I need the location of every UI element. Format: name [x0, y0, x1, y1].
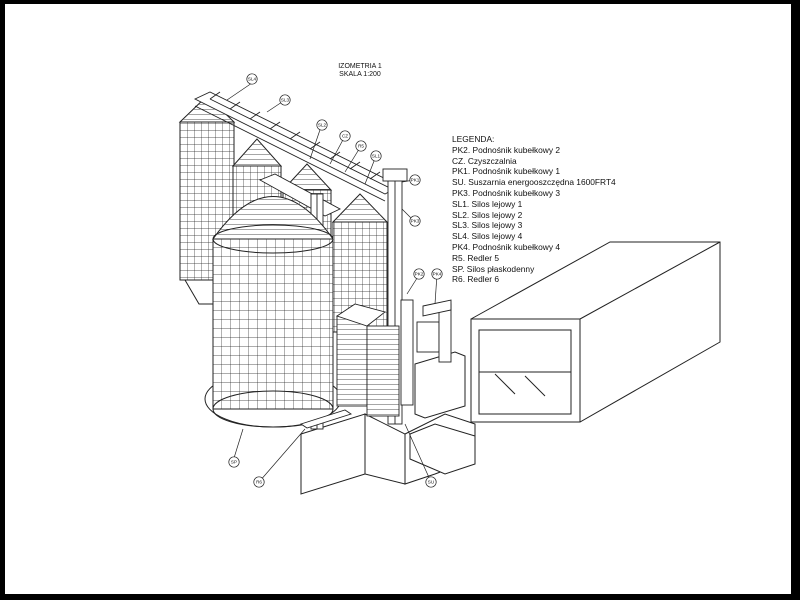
- flat-warehouse-box: [470, 241, 721, 423]
- legend-item: SL1. Silos lejowy 1: [452, 198, 523, 209]
- legend-item: SP. Silos płaskodenny: [452, 263, 535, 274]
- legend-item: PK4. Podnośnik kubełkowy 4: [452, 241, 561, 252]
- flat-bottom-silo-sp: [204, 196, 342, 428]
- callout-sl4: SL4: [246, 73, 258, 85]
- isometric-drawing: SL4 SL3 SL2 CZ R5 SL1 PK1 PK3 PK2 PK4 SU…: [178, 73, 721, 495]
- callouts: SL4 SL3 SL2 CZ R5 SL1 PK1 PK3 PK2 PK4 SU…: [228, 73, 443, 488]
- drawing-sheet: SL4 SL3 SL2 CZ R5 SL1 PK1 PK3 PK2 PK4 SU…: [5, 4, 791, 594]
- svg-text:SL4: SL4: [248, 77, 257, 82]
- title-line-2: SKALA 1:200: [339, 71, 381, 78]
- svg-text:PK4: PK4: [433, 272, 442, 277]
- callout-sl3: SL3: [279, 94, 291, 106]
- callout-su: SU: [425, 476, 437, 488]
- legend-item: SL4. Silos lejowy 4: [452, 231, 523, 242]
- legend-item: SL2. Silos lejowy 2: [452, 209, 523, 220]
- title-line-1: IZOMETRIA 1: [338, 63, 382, 70]
- cleaner-cz: [416, 299, 452, 363]
- callout-sl2: SL2: [316, 119, 328, 131]
- legend-item: PK3. Podnośnik kubełkowy 3: [452, 187, 561, 198]
- callout-pk4: PK4: [431, 268, 443, 280]
- legend-item: SL3. Silos lejowy 3: [452, 220, 523, 231]
- svg-text:SL2: SL2: [318, 123, 327, 128]
- callout-r6: R6: [253, 476, 265, 488]
- foundations: [300, 351, 476, 495]
- svg-text:PK1: PK1: [411, 178, 420, 183]
- legend: LEGENDA: PK2. Podnośnik kubełkowy 2 CZ. …: [452, 134, 616, 285]
- legend-item: R5. Redler 5: [452, 252, 500, 263]
- svg-text:SU: SU: [428, 480, 434, 485]
- svg-text:SP: SP: [231, 460, 237, 465]
- callout-sp: SP: [228, 456, 240, 468]
- svg-text:SL3: SL3: [281, 98, 290, 103]
- svg-text:R5: R5: [358, 144, 364, 149]
- svg-text:PK2: PK2: [415, 272, 424, 277]
- svg-text:R6: R6: [256, 480, 262, 485]
- svg-text:PK3: PK3: [411, 219, 420, 224]
- drawing-title: IZOMETRIA 1 SKALA 1:200: [325, 63, 395, 79]
- legend-item: PK1. Podnośnik kubełkowy 1: [452, 166, 561, 177]
- callout-r5: R5: [355, 140, 367, 152]
- svg-text:CZ: CZ: [342, 134, 348, 139]
- dryer-su: [335, 299, 414, 417]
- callout-pk1: PK1: [409, 174, 421, 186]
- legend-item: R6. Redler 6: [452, 274, 500, 285]
- legend-item: SU. Suszarnia energooszczędna 1600FRT4: [452, 177, 616, 188]
- callout-pk2: PK2: [413, 268, 425, 280]
- legend-item: PK2. Podnośnik kubełkowy 2: [452, 144, 561, 155]
- callout-pk3: PK3: [409, 215, 421, 227]
- callout-cz: CZ: [339, 130, 351, 142]
- legend-item: CZ. Czyszczalnia: [452, 155, 517, 166]
- svg-text:SL1: SL1: [372, 154, 381, 159]
- callout-sl1: SL1: [370, 150, 382, 162]
- legend-heading: LEGENDA:: [452, 134, 495, 144]
- conveyor-r6: [299, 409, 353, 429]
